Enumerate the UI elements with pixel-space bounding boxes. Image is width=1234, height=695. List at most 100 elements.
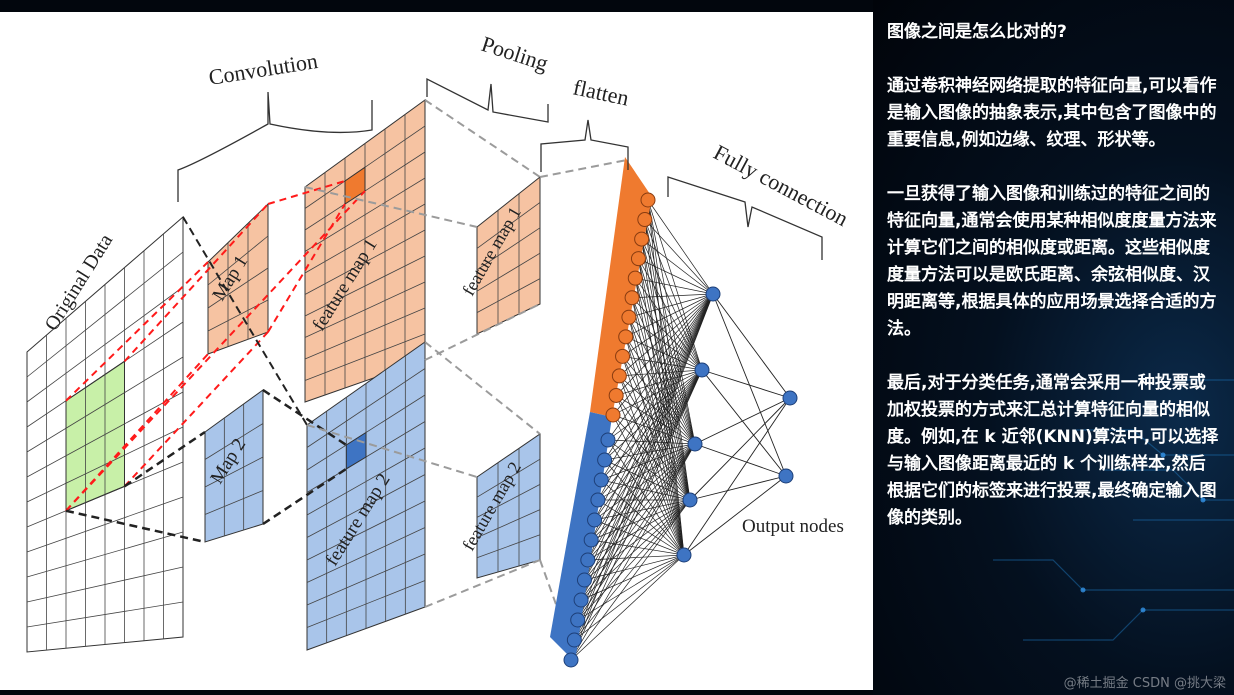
fc-edge bbox=[607, 293, 714, 441]
feature-map2-conv-grid bbox=[306, 341, 426, 651]
fc-edge bbox=[641, 239, 696, 445]
fc-edge bbox=[625, 293, 714, 338]
fc-edge bbox=[619, 369, 703, 377]
feature-map1-pool-grid bbox=[476, 175, 541, 335]
output-nodes-label: Output nodes bbox=[742, 516, 844, 537]
fc-edge bbox=[615, 395, 685, 556]
feature-map1-pool-grid-row-line bbox=[476, 202, 541, 249]
fc-edge bbox=[570, 443, 696, 661]
flatten-node-blue bbox=[566, 632, 582, 648]
receptive-field-grid-row-line bbox=[65, 454, 125, 484]
fully-connection-brace bbox=[667, 176, 823, 260]
fc-edge bbox=[570, 554, 685, 661]
fc-edge bbox=[647, 199, 714, 295]
fc-edge bbox=[632, 293, 714, 299]
fc-edge bbox=[580, 443, 696, 601]
gray-connector bbox=[424, 559, 541, 608]
convolution-brace bbox=[177, 91, 373, 202]
fc-edge bbox=[616, 369, 703, 396]
fc-edge bbox=[647, 199, 691, 501]
watermark: @稀土掘金 CSDN @挑大梁 bbox=[1063, 676, 1226, 691]
map2-grid-row-line bbox=[204, 423, 264, 460]
feature-map2-conv-grid-row-line bbox=[306, 474, 426, 538]
fc-edge bbox=[590, 443, 696, 541]
hidden-node bbox=[694, 362, 710, 378]
hidden-node bbox=[705, 286, 721, 302]
flatten-node-orange bbox=[618, 329, 634, 345]
flatten-node-orange bbox=[621, 309, 637, 325]
fc-edge bbox=[638, 258, 696, 445]
fc-edge bbox=[590, 369, 703, 541]
flatten-node-blue bbox=[590, 492, 606, 508]
fc-edge bbox=[587, 293, 714, 561]
fc-edge bbox=[591, 539, 685, 556]
red-connector bbox=[65, 261, 209, 402]
flatten-node-orange bbox=[637, 212, 653, 228]
fc-edge bbox=[628, 317, 696, 445]
fc-edge bbox=[574, 369, 703, 641]
receptive-field-grid-row-line bbox=[65, 423, 125, 457]
original-data-grid-row-line bbox=[26, 286, 184, 403]
flatten-orange-bar bbox=[590, 157, 652, 417]
fc-edge bbox=[594, 293, 714, 521]
fc-edge bbox=[689, 397, 791, 501]
fc-edge bbox=[574, 499, 691, 641]
fc-edge bbox=[587, 369, 703, 561]
fc-edge bbox=[701, 369, 787, 477]
fc-edge bbox=[628, 317, 691, 501]
fc-edge bbox=[594, 443, 696, 521]
article-paragraph-2: 一旦获得了输入图像和训练过的特征之间的特征向量,通常会使用某种相似度度量方法来计… bbox=[887, 184, 1217, 339]
feature-map1-conv-grid-row-line bbox=[304, 255, 426, 317]
flatten-node-blue bbox=[563, 652, 579, 668]
gray-connector bbox=[539, 159, 628, 178]
fc-edge bbox=[631, 297, 696, 445]
feature-map1-conv-grid-row-line bbox=[304, 177, 426, 252]
fc-edge bbox=[619, 375, 691, 501]
fc-edge bbox=[600, 293, 714, 481]
black-connector bbox=[182, 216, 308, 426]
flatten-node-orange bbox=[627, 270, 643, 286]
fc-edge bbox=[570, 369, 703, 661]
feature-map2-conv-grid-row-line bbox=[306, 368, 426, 448]
gray-connector bbox=[304, 186, 478, 228]
feature-map1-conv-grid-row-line bbox=[304, 203, 426, 274]
flatten-node-blue bbox=[600, 432, 616, 448]
article-paragraph-3: 最后,对于分类任务,通常会采用一种投票或加权投票的方式来汇总计算特征向量的相似度… bbox=[887, 373, 1219, 528]
fc-edge bbox=[615, 395, 696, 445]
gray-connector bbox=[306, 424, 478, 478]
cnn-diagram: Convolution Pooling flatten Fully connec… bbox=[26, 31, 852, 668]
fc-edge bbox=[683, 475, 787, 556]
fc-edge bbox=[577, 443, 696, 621]
fc-edge bbox=[587, 499, 691, 561]
fc-edge bbox=[580, 369, 703, 601]
fc-edge bbox=[638, 258, 691, 501]
flatten-node-orange bbox=[640, 192, 656, 208]
original-data-grid-row-line bbox=[26, 601, 184, 628]
flatten-node-orange bbox=[608, 387, 624, 403]
feature-map1-conv-grid-row-line bbox=[304, 333, 426, 381]
feature-map2-conv-grid-row-line bbox=[306, 527, 426, 583]
black-connector bbox=[262, 388, 348, 447]
fc-edge bbox=[644, 219, 714, 295]
flatten-node-blue bbox=[587, 512, 603, 528]
fc-edge bbox=[619, 375, 696, 445]
fc-edge bbox=[577, 554, 685, 621]
fc-edge bbox=[584, 499, 691, 581]
fc-edge bbox=[628, 293, 714, 318]
fc-edge bbox=[612, 369, 703, 416]
flatten-node-blue bbox=[597, 452, 613, 468]
hidden-node bbox=[676, 547, 692, 563]
flatten-node-blue bbox=[570, 612, 586, 628]
red-connector bbox=[267, 180, 346, 205]
fc-edge bbox=[622, 356, 691, 501]
fc-edge bbox=[641, 238, 714, 295]
article-heading: 图像之间是怎么比对的? bbox=[887, 22, 1067, 42]
fc-edge bbox=[594, 499, 691, 521]
black-connector bbox=[65, 509, 206, 544]
map1-grid-row-line bbox=[207, 267, 269, 309]
convolution-label: Convolution bbox=[207, 48, 320, 90]
flatten-node-blue bbox=[573, 592, 589, 608]
flatten-node-orange bbox=[615, 348, 631, 364]
fc-edge bbox=[689, 475, 787, 501]
map2-grid-row-line bbox=[204, 490, 264, 515]
